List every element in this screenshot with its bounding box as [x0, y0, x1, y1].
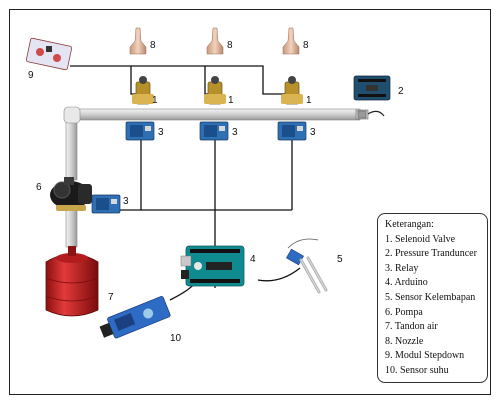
callout-solenoid: 1 [152, 95, 158, 106]
callout-relay: 3 [232, 127, 238, 138]
callout-tank: 7 [108, 292, 114, 303]
legend-item: 3. Relay [385, 262, 483, 277]
arduino-board-top [354, 76, 390, 100]
callout-solenoid: 1 [228, 95, 234, 106]
solenoid-valve [204, 76, 226, 104]
callout-relay-pump: 3 [123, 196, 129, 207]
legend-box: Keterangan: 1. Selenoid Valve 2. Pressur… [377, 213, 488, 383]
nozzle [283, 28, 299, 54]
arduino-board-main [181, 246, 244, 286]
callout-temp-sensor: 10 [170, 333, 182, 344]
legend-item: 5. Sensor Kelembapan [385, 291, 483, 306]
callout-arduino-top: 2 [398, 86, 404, 97]
nozzle [207, 28, 223, 54]
nozzle [130, 28, 146, 54]
relay-module-pump [92, 195, 120, 213]
solenoid-valve [132, 76, 154, 104]
legend-title: Keterangan: [385, 218, 483, 233]
legend-item: 9. Modul Stepdown [385, 349, 483, 364]
water-tank [46, 246, 98, 316]
pressure-transducer [358, 111, 384, 118]
legend-item: 2. Pressure Tranduncer [385, 247, 483, 262]
relay-module [278, 122, 306, 140]
callout-nozzle: 8 [227, 40, 233, 51]
legend-item: 4. Arduino [385, 276, 483, 291]
solenoid-valve [281, 76, 303, 104]
callout-stepdown: 9 [28, 70, 34, 81]
callout-relay: 3 [158, 127, 164, 138]
callout-arduino-main: 4 [250, 254, 256, 265]
callout-moisture: 5 [337, 254, 343, 265]
legend-item: 7. Tandon air [385, 320, 483, 335]
legend-item: 1. Selenoid Valve [385, 233, 483, 248]
callout-solenoid: 1 [306, 95, 312, 106]
soil-moisture-sensor [286, 239, 326, 292]
legend-item: 6. Pompa [385, 306, 483, 321]
legend-item: 10. Sensor suhu [385, 364, 483, 379]
water-pump [50, 177, 92, 211]
callout-nozzle: 8 [303, 40, 309, 51]
stepdown-module [26, 38, 72, 70]
callout-nozzle: 8 [150, 40, 156, 51]
relay-module [200, 122, 228, 140]
callout-relay: 3 [310, 127, 316, 138]
callout-pump: 6 [36, 182, 42, 193]
legend-item: 8. Nozzle [385, 335, 483, 350]
relay-module [126, 122, 154, 140]
